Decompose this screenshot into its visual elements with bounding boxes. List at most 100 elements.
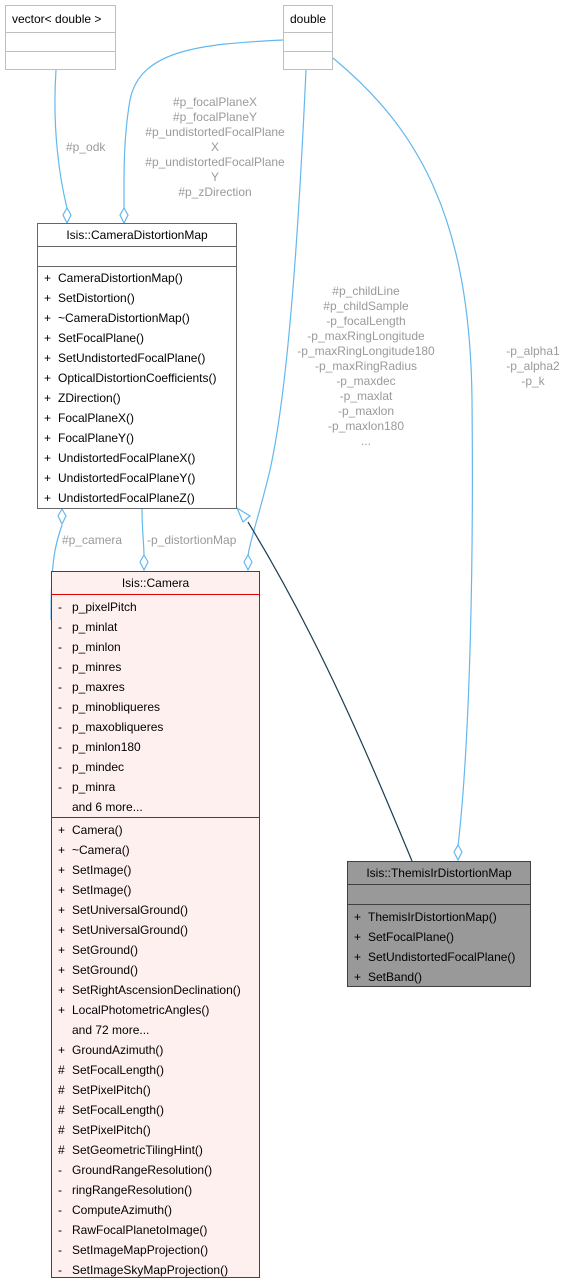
method-name: Camera() [72,823,123,837]
attribute-row[interactable]: -p_maxres [52,677,259,697]
method-row[interactable]: +SetFocalPlane() [38,328,236,348]
visibility-marker: - [58,1203,62,1217]
method-row[interactable]: +SetDistortion() [38,288,236,308]
visibility-marker: - [58,780,62,794]
edge-label-line: ... [360,434,371,448]
method-row[interactable]: +GroundAzimuth() [52,1040,259,1060]
method-name: SetImage() [72,883,132,897]
visibility-marker: + [44,331,52,345]
method-name: SetPixelPitch() [72,1083,151,1097]
method-row[interactable]: +UndistortedFocalPlaneX() [38,448,236,468]
method-row[interactable]: +SetUniversalGround() [52,920,259,940]
aggregation-diamond [57,507,67,526]
method-row[interactable]: +SetFocalPlane() [348,927,530,947]
method-name: UndistortedFocalPlaneZ() [58,491,195,505]
method-row[interactable]: #SetFocalLength() [52,1100,259,1120]
method-row[interactable]: +UndistortedFocalPlaneY() [38,468,236,488]
method-row[interactable]: -GroundRangeResolution() [52,1160,259,1180]
method-name: SetFocalPlane() [368,930,455,944]
method-row[interactable]: +SetGround() [52,960,259,980]
method-row[interactable]: +~Camera() [52,840,259,860]
attributes-section [6,32,115,51]
attribute-row[interactable]: -p_minra [52,777,259,797]
method-row[interactable]: +SetRightAscensionDeclination() [52,980,259,1000]
method-name: SetUniversalGround() [72,903,189,917]
method-name: SetFocalLength() [72,1103,165,1117]
node-camera-distortion-map[interactable]: Isis::CameraDistortionMap +CameraDistort… [37,223,237,509]
attributes-section [284,32,332,51]
attribute-row[interactable]: -p_minlon [52,637,259,657]
inheritance-arrowhead [235,506,252,523]
method-name: SetGeometricTilingHint() [72,1143,203,1157]
method-row[interactable]: +FocalPlaneY() [38,428,236,448]
node-themis-ir-distortion-map[interactable]: Isis::ThemisIrDistortionMap +ThemisIrDis… [347,861,531,987]
aggregation-diamond [139,553,149,572]
edge-label-line: -p_distortionMap [147,533,237,547]
visibility-marker: + [58,863,66,877]
edge-label-line: -p_maxRingRadius [314,359,418,373]
more-items-link[interactable]: and 72 more... [72,1023,150,1037]
edge-label-line: #p_undistortedFocalPlane [145,125,285,139]
visibility-marker: - [58,1223,62,1237]
method-row[interactable]: +SetUniversalGround() [52,900,259,920]
method-row[interactable]: +UndistortedFocalPlaneZ() [38,488,236,508]
method-name: RawFocalPlanetoImage() [72,1223,208,1237]
method-row[interactable]: +SetBand() [348,967,530,987]
attribute-row[interactable]: -p_minlon180 [52,737,259,757]
visibility-marker: + [44,471,52,485]
method-name: SetPixelPitch() [72,1123,151,1137]
visibility-marker: + [44,431,52,445]
method-row[interactable]: +OpticalDistortionCoefficients() [38,368,236,388]
node-title: vector< double > [12,12,102,26]
method-row[interactable]: -SetImageMapProjection() [52,1240,259,1260]
method-row[interactable]: +~CameraDistortionMap() [38,308,236,328]
method-row[interactable]: -RawFocalPlanetoImage() [52,1220,259,1240]
method-row[interactable]: -ComputeAzimuth() [52,1200,259,1220]
method-row[interactable]: +CameraDistortionMap() [38,268,236,288]
method-name: SetGround() [72,963,139,977]
attribute-row[interactable]: -p_minlat [52,617,259,637]
visibility-marker: - [58,660,62,674]
method-row[interactable]: +SetImage() [52,860,259,880]
method-row[interactable]: +SetUndistortedFocalPlane() [348,947,530,967]
attribute-row[interactable]: -p_maxobliqueres [52,717,259,737]
visibility-marker: # [58,1063,65,1077]
more-items-link[interactable]: and 6 more... [72,800,143,814]
visibility-marker: + [58,823,66,837]
method-row[interactable]: #SetPixelPitch() [52,1120,259,1140]
method-row[interactable]: -SetImageSkyMapProjection() [52,1260,259,1280]
method-row[interactable]: +LocalPhotometricAngles() [52,1000,259,1020]
method-row[interactable]: #SetGeometricTilingHint() [52,1140,259,1160]
method-row[interactable]: +ThemisIrDistortionMap() [348,907,530,927]
method-name: GroundAzimuth() [72,1043,164,1057]
method-row[interactable]: +ZDirection() [38,388,236,408]
method-row[interactable]: #SetPixelPitch() [52,1080,259,1100]
attribute-row[interactable]: -p_minobliqueres [52,697,259,717]
edge-label-line: Y [210,170,219,184]
method-row[interactable]: #SetFocalLength() [52,1060,259,1080]
node-vector-double[interactable]: vector< double > [5,5,116,70]
edge-label-line: #p_undistortedFocalPlane [145,155,285,169]
attribute-row[interactable]: -p_pixelPitch [52,597,259,617]
method-row[interactable]: + Camera() [52,820,259,840]
node-double[interactable]: double [283,5,333,70]
attribute-row[interactable]: -p_mindec [52,757,259,777]
visibility-marker: - [58,620,62,634]
edge-label-line: #p_childSample [323,299,409,313]
visibility-marker: - [58,600,62,614]
edge-p-distortion-map [141,508,145,557]
method-row[interactable]: +FocalPlaneX() [38,408,236,428]
method-name: UndistortedFocalPlaneX() [58,451,196,465]
node-camera[interactable]: Isis::Camera -p_pixelPitch-p_minlat-p_mi… [51,571,260,1278]
method-row[interactable]: -ringRangeResolution() [52,1180,259,1200]
attribute-row[interactable]: -p_minres [52,657,259,677]
methods-section: +Camera()+~Camera()+SetImage()+SetImage(… [52,817,259,1280]
method-row[interactable]: +SetGround() [52,940,259,960]
visibility-marker: - [58,740,62,754]
attribute-name: p_minobliqueres [72,700,161,714]
visibility-marker: + [58,843,66,857]
method-row[interactable]: +SetUndistortedFocalPlane() [38,348,236,368]
visibility-marker: - [58,1263,62,1277]
edge-focal-plane [123,39,284,209]
method-row[interactable]: +SetImage() [52,880,259,900]
